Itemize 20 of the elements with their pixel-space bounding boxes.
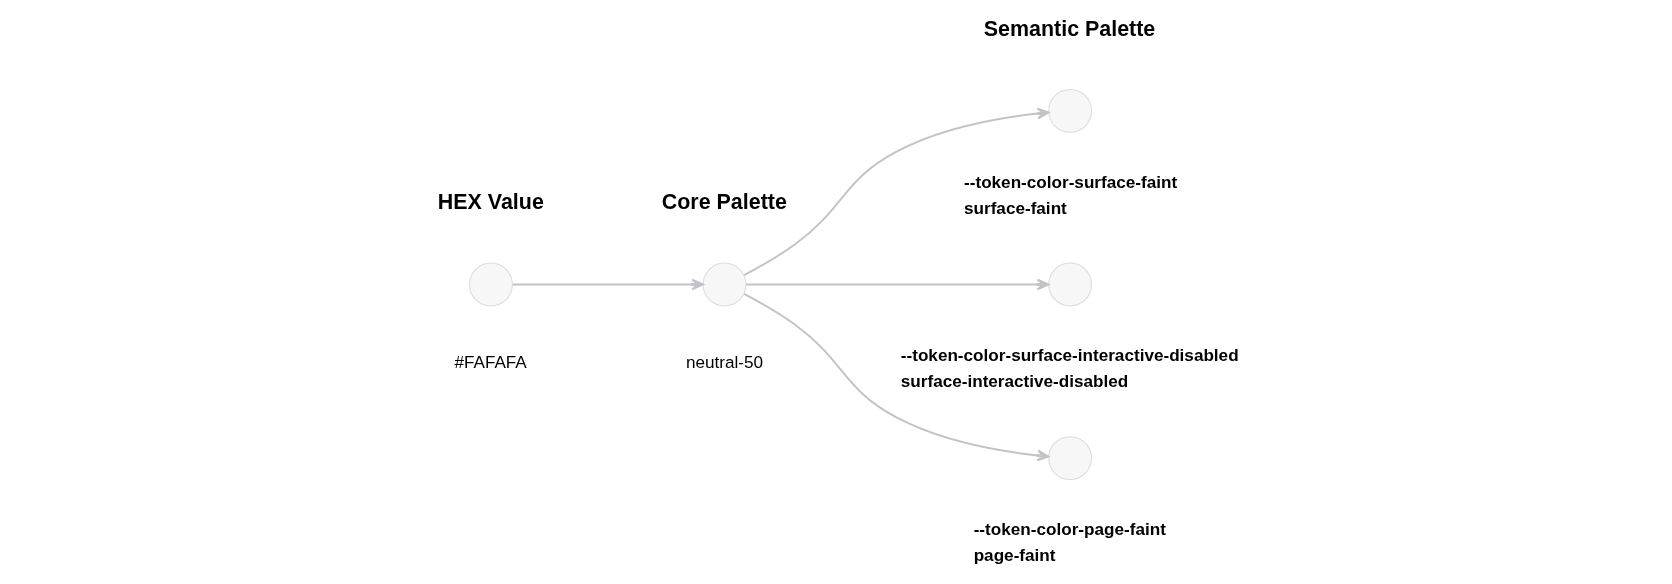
arrow: [511, 278, 704, 291]
label: Semantic Palette: [983, 16, 1155, 41]
node-circle: [468, 262, 513, 307]
node-label: neutral-50: [685, 351, 763, 372]
label: Core Palette: [661, 190, 787, 215]
node-circle: [1047, 262, 1092, 307]
arrow: [742, 107, 1049, 277]
node-label: page-faint: [973, 544, 1055, 565]
arrow: [744, 278, 1049, 291]
label: HEX Value: [437, 190, 544, 215]
node-circle: [1047, 88, 1092, 133]
node-label: surface-faint: [963, 197, 1067, 218]
node-label: --token-color-surface-interactive-disabled: [900, 345, 1239, 366]
arrow: [742, 292, 1049, 462]
node-label: #FAFAFA: [453, 351, 527, 372]
node-circle: [702, 262, 746, 307]
node-circle: [1047, 436, 1092, 481]
node-label: --token-color-page-faint: [973, 519, 1166, 540]
node-label: surface-interactive-disabled: [900, 371, 1128, 392]
node-label: --token-color-surface-faint: [963, 171, 1177, 192]
